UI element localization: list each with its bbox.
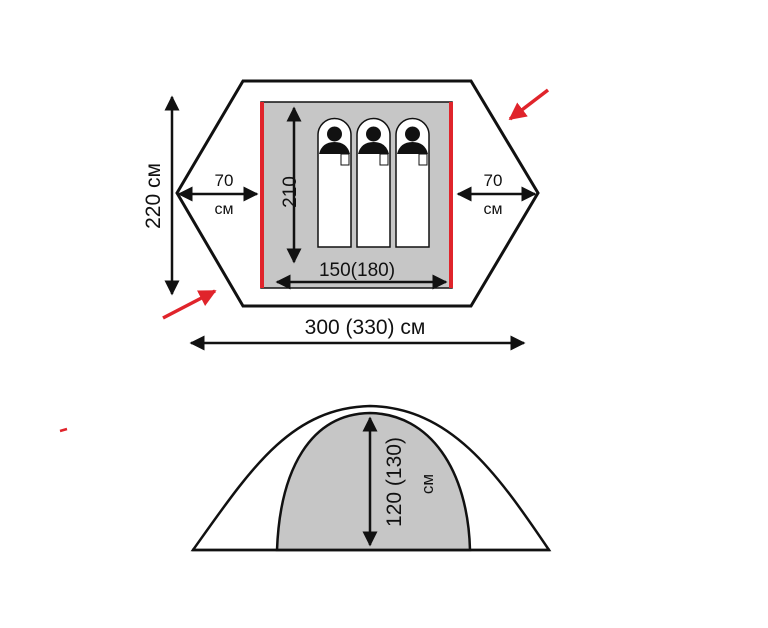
sleeping-bag [356,117,391,248]
red-mark [59,427,68,433]
person-silhouette-icon [358,126,389,154]
person-silhouette-icon [397,126,428,154]
person-silhouette-icon [319,126,350,154]
vestibule-right-value: 70 [484,171,503,190]
floor-plan: 210 150(180) 70 см 70 см 220 см 300 (330… [142,79,550,351]
height-label: 120 (130) [383,437,406,527]
inner-length-label: 210 [280,176,301,208]
sleeping-bag [317,117,352,248]
sleeping-bag [395,117,430,248]
height-unit: см [418,474,437,494]
vestibule-left-unit: см [215,201,234,218]
inner-width-label: 150(180) [319,260,395,281]
total-width-label: 220 см [142,163,165,229]
entrance-arrow-bottom-left [162,289,217,320]
entrance-arrow-top-right [508,88,550,121]
side-view: 120 (130) см [190,404,552,552]
sleeping-bags [317,117,430,248]
total-length-label: 300 (330) см [305,316,426,339]
vestibule-left-value: 70 [215,171,234,190]
vestibule-right-unit: см [484,201,503,218]
